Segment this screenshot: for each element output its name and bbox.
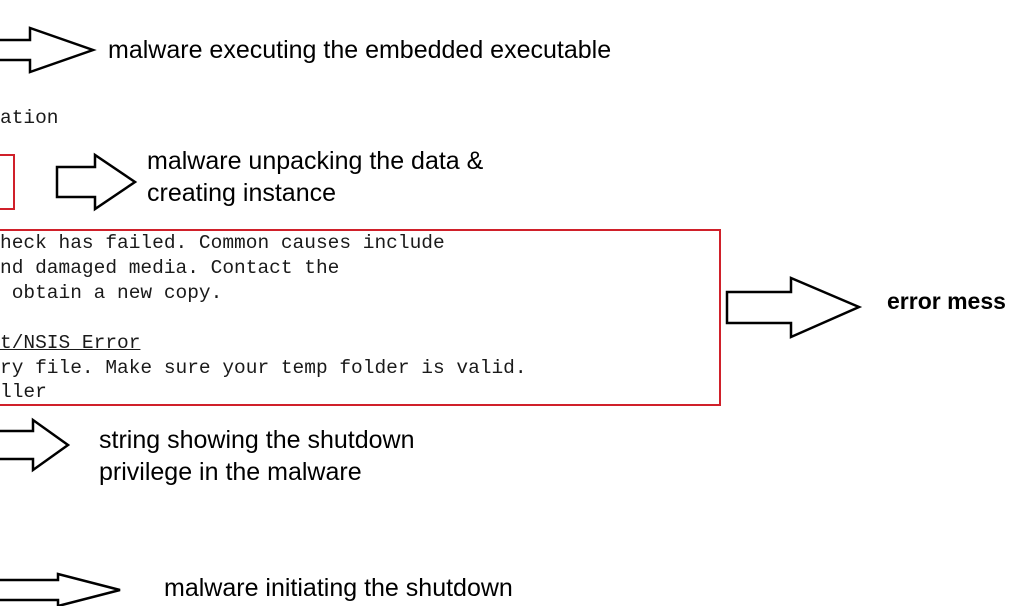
- annotation-shutdown-string-line1: string showing the shutdown: [99, 426, 415, 454]
- right-arrow-icon: [0, 26, 97, 74]
- listing-installer-fragment: ller: [0, 381, 47, 403]
- listing-error-line-3: obtain a new copy.: [0, 282, 223, 304]
- nsis-error-link[interactable]: t/NSIS_Error: [0, 332, 141, 354]
- annotation-error-message: error mess: [887, 288, 1006, 314]
- annotation-shutdown-string-line2: privilege in the malware: [99, 458, 362, 486]
- right-arrow-icon: [725, 276, 863, 339]
- right-arrow-icon: [55, 152, 138, 212]
- highlight-box-error: [0, 229, 721, 406]
- listing-fragment-ation: ation: [0, 107, 59, 129]
- listing-error-line-2: nd damaged media. Contact the: [0, 257, 340, 279]
- annotation-unpacking-line2: creating instance: [147, 179, 337, 207]
- listing-error-line-1: heck has failed. Common causes include: [0, 232, 445, 254]
- listing-nsis-link: t/NSIS_Error: [0, 331, 140, 356]
- annotation-initiating-shutdown: malware initiating the shutdown: [164, 574, 513, 602]
- annotation-unpacking-line1: malware unpacking the data &: [147, 147, 484, 175]
- annotation-embedded-executable: malware executing the embedded executabl…: [108, 36, 612, 64]
- highlight-box-unpacking: [0, 154, 15, 210]
- right-arrow-icon: [0, 417, 71, 473]
- listing-temp-folder-line: ry file. Make sure your temp folder is v…: [0, 357, 527, 379]
- right-arrow-icon: [0, 572, 121, 606]
